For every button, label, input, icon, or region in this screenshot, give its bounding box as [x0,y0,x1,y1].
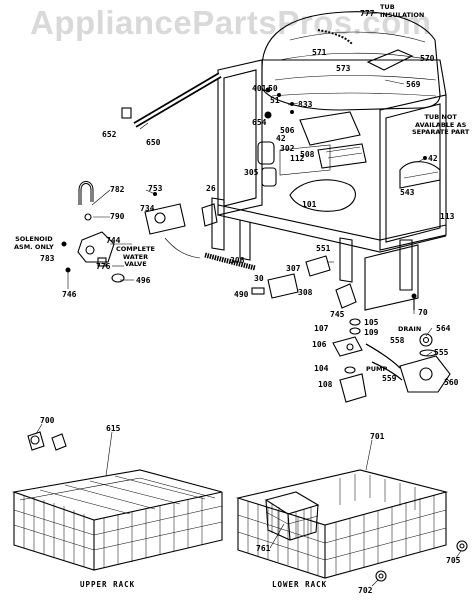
part-label-26: 26 [206,184,216,193]
part-label-508: 508 [300,150,315,159]
part-label-573: 573 [336,64,351,73]
lower-rack-drawing [235,469,468,582]
part-label-101: 101 [302,200,317,209]
part-label-569: 569 [406,80,421,89]
part-label-650: 650 [146,138,161,147]
part-label-654: 654 [252,118,267,127]
pump-assembly [332,318,451,403]
part-label-506: 506 [280,126,295,135]
part-label-496: 496 [136,276,151,285]
part-label-551: 551 [316,244,331,253]
part-label-306: 306 [230,256,245,265]
part-label-543: 543 [400,188,415,197]
part-label-308: 308 [298,288,313,297]
part-label-104: 104 [314,364,329,373]
part-label-790: 790 [110,212,125,221]
note-pump: PUMP [366,365,388,373]
part-label-107: 107 [314,324,329,333]
part-label-302: 302 [280,144,295,153]
part-label-615: 615 [106,424,121,433]
part-label-702: 702 [358,586,373,595]
part-label-734: 734 [140,204,155,213]
part-label-701: 701 [370,432,385,441]
part-label-745: 745 [330,310,345,319]
bottom-hardware [204,252,417,310]
caption-lower-rack: LOWER RACK [272,580,328,589]
part-label-571: 571 [312,48,327,57]
note-tub-insulation: TUB INSULATION [380,3,425,19]
caption-upper-rack: UPPER RACK [80,580,136,589]
part-label-42b: 42 [428,154,438,163]
part-label-700: 700 [40,416,55,425]
part-label-555: 555 [434,348,449,357]
part-label-753: 753 [148,184,163,193]
part-label-833: 833 [298,100,313,109]
note-drain: DRAIN [398,325,422,333]
part-label-105: 105 [364,318,379,327]
part-label-746: 746 [62,290,77,299]
part-label-783: 783 [40,254,55,263]
part-label-559: 559 [382,374,397,383]
part-label-558: 558 [390,336,405,345]
note-solenoid-asm-only: SOLENOID ASM. ONLY [14,235,54,251]
part-label-108: 108 [318,380,333,389]
leader-lines [35,12,462,587]
part-label-305: 305 [244,168,259,177]
part-label-106: 106 [312,340,327,349]
part-label-51: 51 [270,96,280,105]
part-label-776: 776 [96,262,111,271]
part-label-112: 112 [290,154,305,163]
part-label-490: 490 [234,290,249,299]
part-label-560: 560 [444,378,459,387]
part-label-652: 652 [102,130,117,139]
door-gasket-650 [121,72,222,128]
part-label-782: 782 [110,185,125,194]
note-tub-not-available: TUB NOT AVAILABLE AS SEPARATE PART [412,113,470,136]
watermark: AppliancePartsPros.com [30,4,432,41]
part-label-401: 401 [252,84,267,93]
part-label-113: 113 [440,212,455,221]
part-label-744: 744 [106,236,121,245]
part-label-50: 50 [268,84,278,93]
part-label-761: 761 [256,544,271,553]
part-label-30: 30 [254,274,264,283]
part-label-307: 307 [286,264,301,273]
tub-assembly [211,11,447,311]
part-label-570: 570 [420,54,435,63]
part-label-42a: 42 [276,134,286,143]
part-label-777: 777 [360,9,375,18]
part-label-564: 564 [436,324,451,333]
upper-rack-drawing [11,431,223,571]
part-label-109: 109 [364,328,379,337]
part-label-705: 705 [446,556,461,565]
water-valve-assembly [61,181,218,283]
part-label-70: 70 [418,308,428,317]
note-complete-water-valve: COMPLETE WATER VALVE [116,245,155,268]
